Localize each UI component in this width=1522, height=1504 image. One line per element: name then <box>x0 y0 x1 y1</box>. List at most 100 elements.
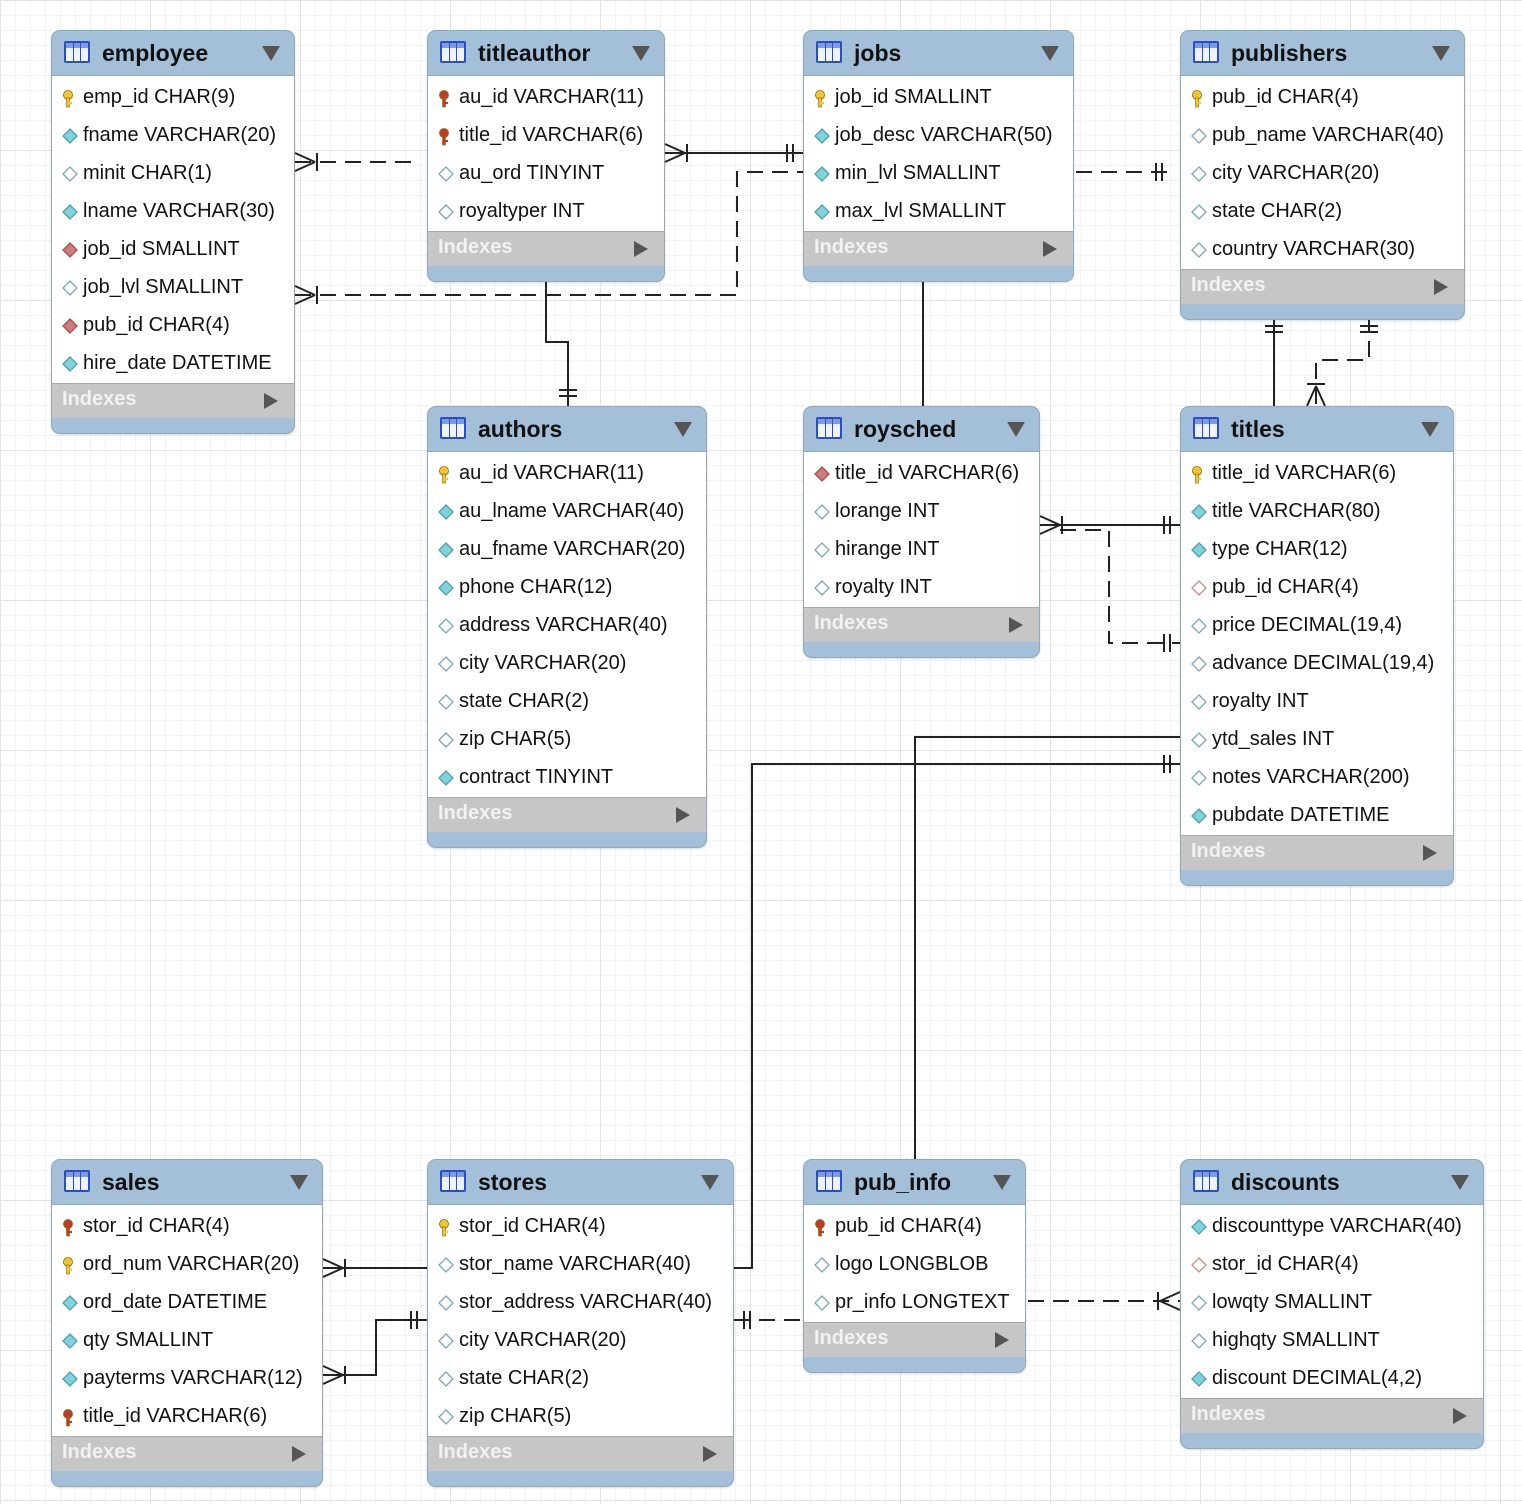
entity-stores[interactable]: stores stor_id CHAR(4)stor_name VARCHAR(4… <box>427 1159 734 1487</box>
column-row[interactable]: phone CHAR(12) <box>428 569 706 607</box>
entity-header[interactable]: stores <box>428 1160 733 1204</box>
entity-header[interactable]: titles <box>1181 407 1453 451</box>
column-row[interactable]: job_desc VARCHAR(50) <box>804 117 1073 155</box>
column-row[interactable]: pub_id CHAR(4) <box>1181 569 1453 607</box>
column-row[interactable]: type CHAR(12) <box>1181 531 1453 569</box>
column-row[interactable]: qty SMALLINT <box>52 1322 322 1360</box>
expand-arrow-icon[interactable] <box>1453 1408 1467 1424</box>
column-row[interactable]: royaltyper INT <box>428 193 664 231</box>
column-row[interactable]: title_id VARCHAR(6) <box>52 1398 322 1436</box>
expand-arrow-icon[interactable] <box>995 1332 1009 1348</box>
entity-header[interactable]: jobs <box>804 31 1073 75</box>
entity-titleauthor[interactable]: titleauthor au_id VARCHAR(11)title_id VAR… <box>427 30 665 282</box>
column-row[interactable]: job_id SMALLINT <box>52 231 294 269</box>
column-row[interactable]: au_fname VARCHAR(20) <box>428 531 706 569</box>
column-row[interactable]: zip CHAR(5) <box>428 721 706 759</box>
column-row[interactable]: au_lname VARCHAR(40) <box>428 493 706 531</box>
column-row[interactable]: title_id VARCHAR(6) <box>428 117 664 155</box>
column-row[interactable]: zip CHAR(5) <box>428 1398 733 1436</box>
column-row[interactable]: stor_address VARCHAR(40) <box>428 1284 733 1322</box>
entity-header[interactable]: authors <box>428 407 706 451</box>
expand-arrow-icon[interactable] <box>264 393 278 409</box>
column-row[interactable]: payterms VARCHAR(12) <box>52 1360 322 1398</box>
column-row[interactable]: job_lvl SMALLINT <box>52 269 294 307</box>
relationship-employee-jobs[interactable] <box>295 171 803 296</box>
column-row[interactable]: pr_info LONGTEXT <box>804 1284 1025 1322</box>
collapse-triangle-icon[interactable] <box>262 46 280 61</box>
indexes-bar[interactable]: Indexes <box>1181 269 1464 304</box>
collapse-triangle-icon[interactable] <box>1421 422 1439 437</box>
column-row[interactable]: stor_id CHAR(4) <box>1181 1246 1483 1284</box>
indexes-bar[interactable]: Indexes <box>52 1436 322 1471</box>
column-row[interactable]: pubdate DATETIME <box>1181 797 1453 835</box>
expand-arrow-icon[interactable] <box>1423 845 1437 861</box>
column-row[interactable]: advance DECIMAL(19,4) <box>1181 645 1453 683</box>
indexes-bar[interactable]: Indexes <box>804 1322 1025 1357</box>
expand-arrow-icon[interactable] <box>292 1446 306 1462</box>
column-row[interactable]: discounttype VARCHAR(40) <box>1181 1208 1483 1246</box>
collapse-triangle-icon[interactable] <box>290 1175 308 1190</box>
column-row[interactable]: contract TINYINT <box>428 759 706 797</box>
column-row[interactable]: state CHAR(2) <box>428 683 706 721</box>
column-row[interactable]: discount DECIMAL(4,2) <box>1181 1360 1483 1398</box>
entity-header[interactable]: titleauthor <box>428 31 664 75</box>
column-row[interactable]: price DECIMAL(19,4) <box>1181 607 1453 645</box>
column-row[interactable]: fname VARCHAR(20) <box>52 117 294 155</box>
column-row[interactable]: stor_id CHAR(4) <box>428 1208 733 1246</box>
column-row[interactable]: au_id VARCHAR(11) <box>428 455 706 493</box>
column-row[interactable]: state CHAR(2) <box>1181 193 1464 231</box>
column-row[interactable]: pub_name VARCHAR(40) <box>1181 117 1464 155</box>
entity-discounts[interactable]: discounts discounttype VARCHAR(40)stor_id… <box>1180 1159 1484 1449</box>
collapse-triangle-icon[interactable] <box>993 1175 1011 1190</box>
expand-arrow-icon[interactable] <box>1043 241 1057 257</box>
entity-header[interactable]: sales <box>52 1160 322 1204</box>
relationship-titles-pub_info[interactable] <box>914 736 1180 1159</box>
collapse-triangle-icon[interactable] <box>1432 46 1450 61</box>
column-row[interactable]: stor_id CHAR(4) <box>52 1208 322 1246</box>
collapse-triangle-icon[interactable] <box>701 1175 719 1190</box>
column-row[interactable]: royalty INT <box>804 569 1039 607</box>
entity-header[interactable]: publishers <box>1181 31 1464 75</box>
column-row[interactable]: logo LONGBLOB <box>804 1246 1025 1284</box>
column-row[interactable]: country VARCHAR(30) <box>1181 231 1464 269</box>
column-row[interactable]: city VARCHAR(20) <box>1181 155 1464 193</box>
collapse-triangle-icon[interactable] <box>1007 422 1025 437</box>
column-row[interactable]: address VARCHAR(40) <box>428 607 706 645</box>
collapse-triangle-icon[interactable] <box>1451 1175 1469 1190</box>
column-row[interactable]: state CHAR(2) <box>428 1360 733 1398</box>
entity-header[interactable]: roysched <box>804 407 1039 451</box>
collapse-triangle-icon[interactable] <box>674 422 692 437</box>
column-row[interactable]: notes VARCHAR(200) <box>1181 759 1453 797</box>
column-row[interactable]: lname VARCHAR(30) <box>52 193 294 231</box>
relationship-titles-stores[interactable] <box>734 763 1180 1269</box>
indexes-bar[interactable]: Indexes <box>428 231 664 266</box>
column-row[interactable]: au_id VARCHAR(11) <box>428 79 664 117</box>
column-row[interactable]: job_id SMALLINT <box>804 79 1073 117</box>
indexes-bar[interactable]: Indexes <box>428 1436 733 1471</box>
entity-header[interactable]: employee <box>52 31 294 75</box>
indexes-bar[interactable]: Indexes <box>52 383 294 418</box>
indexes-bar[interactable]: Indexes <box>804 231 1073 266</box>
column-row[interactable]: max_lvl SMALLINT <box>804 193 1073 231</box>
indexes-bar[interactable]: Indexes <box>804 607 1039 642</box>
column-row[interactable]: ord_date DATETIME <box>52 1284 322 1322</box>
column-row[interactable]: min_lvl SMALLINT <box>804 155 1073 193</box>
column-row[interactable]: ord_num VARCHAR(20) <box>52 1246 322 1284</box>
column-row[interactable]: highqty SMALLINT <box>1181 1322 1483 1360</box>
relationship-sales-stores-2[interactable] <box>323 1319 427 1376</box>
entity-header[interactable]: discounts <box>1181 1160 1483 1204</box>
column-row[interactable]: pub_id CHAR(4) <box>804 1208 1025 1246</box>
column-row[interactable]: city VARCHAR(20) <box>428 1322 733 1360</box>
relationship-publishers-titles-2[interactable] <box>1315 316 1370 406</box>
column-row[interactable]: stor_name VARCHAR(40) <box>428 1246 733 1284</box>
column-row[interactable]: royalty INT <box>1181 683 1453 721</box>
column-row[interactable]: city VARCHAR(20) <box>428 645 706 683</box>
column-row[interactable]: title VARCHAR(80) <box>1181 493 1453 531</box>
collapse-triangle-icon[interactable] <box>632 46 650 61</box>
entity-sales[interactable]: sales stor_id CHAR(4)ord_num VARCHAR(20)o… <box>51 1159 323 1487</box>
